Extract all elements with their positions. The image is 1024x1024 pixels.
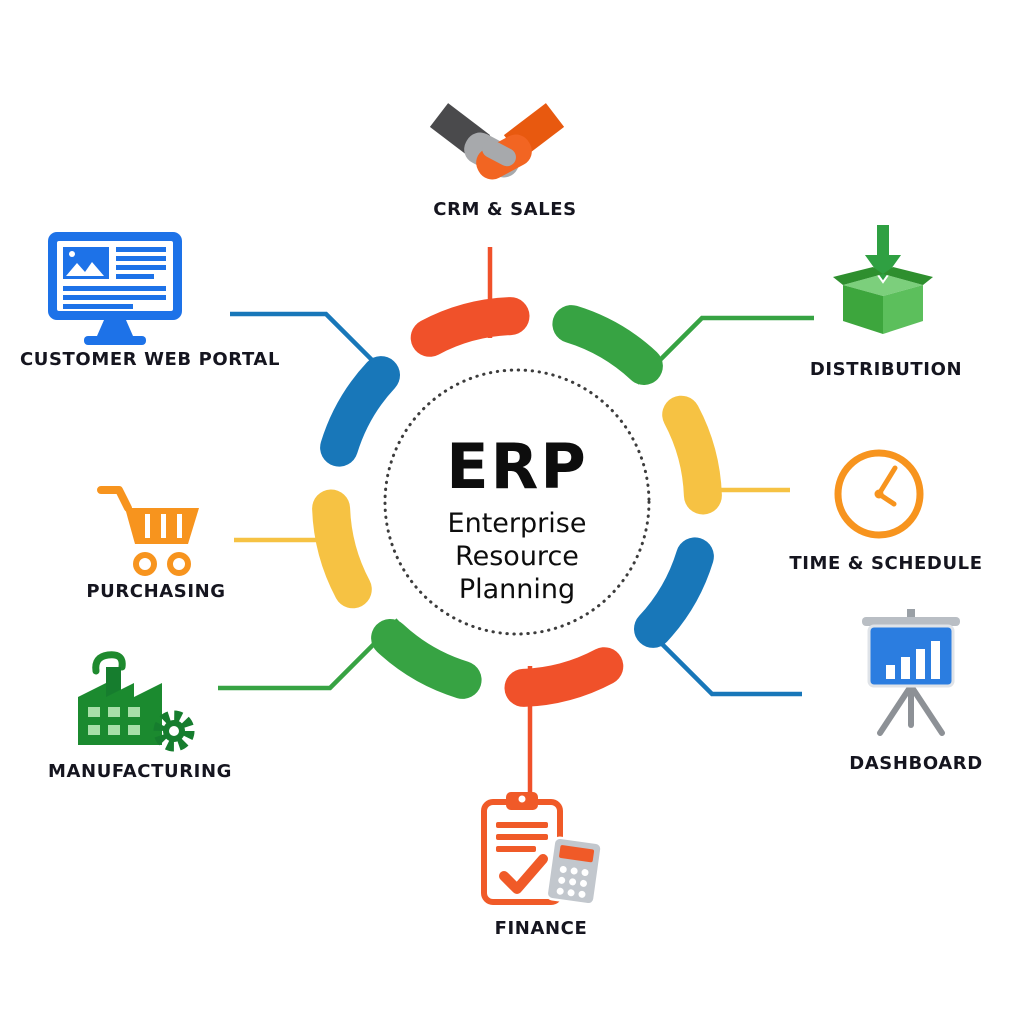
node-label-time-schedule: TIME & SCHEDULE [789, 553, 983, 574]
handshake-icon [429, 103, 565, 180]
connector-dashboard [638, 620, 802, 697]
ring-arc-distribution [552, 305, 663, 385]
erp-hub-circle [383, 368, 651, 636]
node-label-customer-web-portal: CUSTOMER WEB PORTAL [19, 349, 281, 370]
factory-icon [78, 651, 195, 752]
desktop-monitor-icon [48, 232, 182, 345]
erp-subtitle-line-3: Planning [458, 573, 576, 605]
erp-acronym: ERP [446, 430, 588, 503]
presentation-chart-icon [862, 609, 960, 736]
ring-arc-customer-web-portal [320, 356, 400, 467]
node-label-manufacturing: MANUFACTURING [48, 761, 232, 782]
node-label-crm-sales: CRM & SALES [433, 199, 577, 220]
ring-arc-dashboard [634, 537, 714, 648]
clock-icon [834, 449, 924, 539]
connector-distribution [635, 315, 814, 385]
node-label-finance: FINANCE [494, 918, 588, 939]
clipboard-calculator-icon [481, 792, 602, 906]
ring-arc-manufacturing [371, 619, 482, 699]
ring-arc-time-schedule [662, 395, 722, 515]
ring-arc-crm-sales [410, 297, 530, 357]
erp-subtitle: Enterprise Resource Planning [387, 508, 647, 607]
node-label-dashboard: DASHBOARD [849, 753, 983, 774]
node-label-purchasing: PURCHASING [86, 581, 226, 602]
erp-subtitle-line-2: Resource [455, 540, 579, 572]
ring-arc-purchasing [312, 489, 372, 609]
shipping-box-icon [833, 223, 933, 334]
ring-arc-finance [504, 647, 624, 707]
shopping-cart-icon [97, 486, 199, 576]
erp-center: ERP Enterprise Resource Planning [387, 436, 647, 607]
node-label-distribution: DISTRIBUTION [809, 359, 963, 380]
erp-subtitle-line-1: Enterprise [447, 508, 587, 539]
connector-manufacturing [218, 618, 400, 691]
